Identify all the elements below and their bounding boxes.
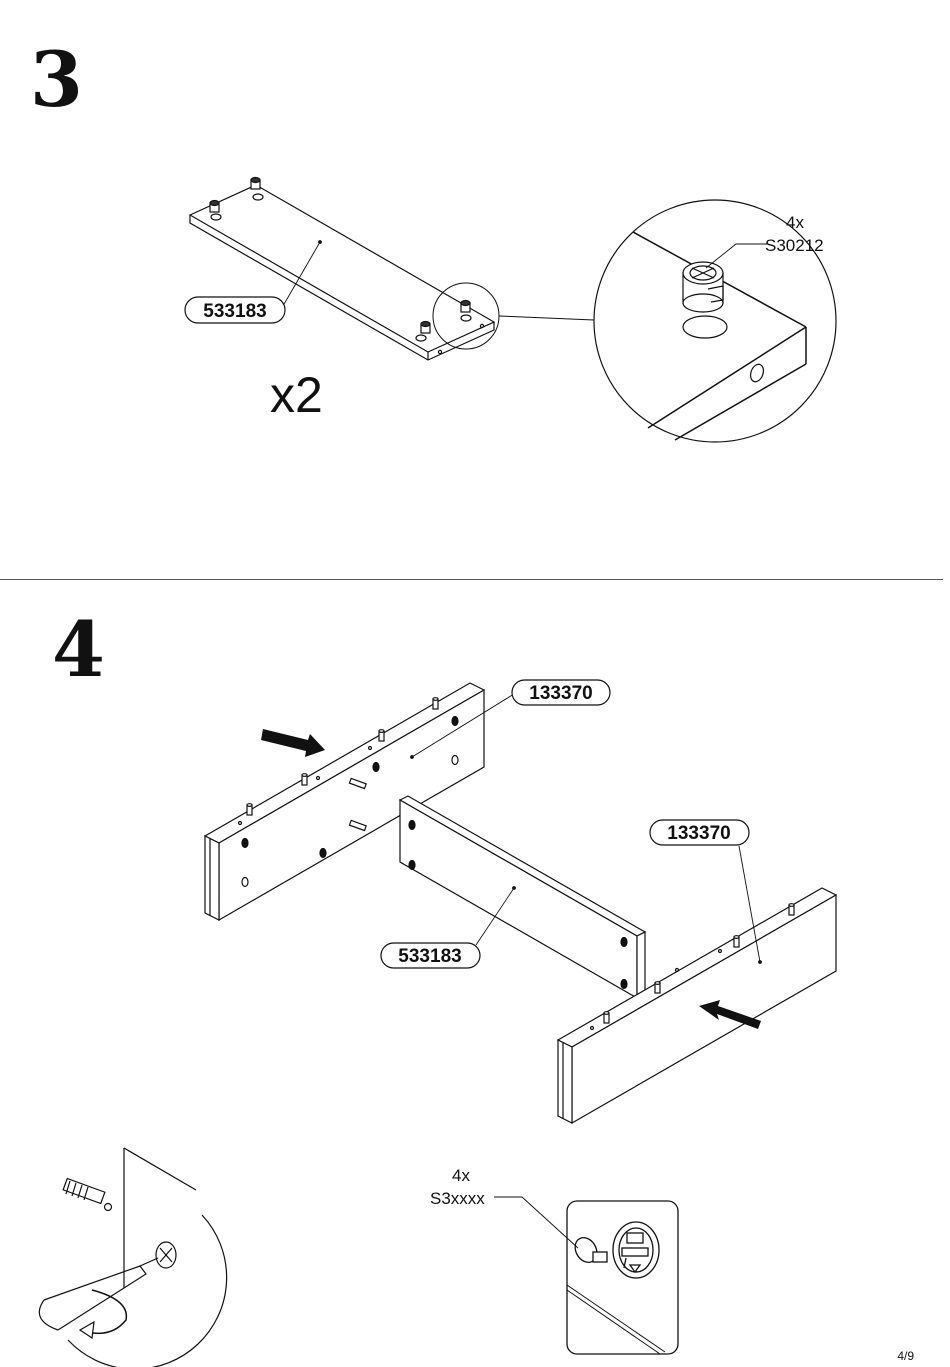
step-4-part-label-3: 133370 [650,820,749,845]
svg-text:133370: 133370 [667,823,730,844]
step-4-part-label-2: 533183 [381,943,480,968]
step-3-hardware-qty: 4x [786,213,804,232]
screwdriver-icon [39,1258,158,1338]
screwdriver-detail [39,1148,226,1367]
step-3-panel-drawing [190,178,594,361]
step-3-hardware-code: S30212 [765,236,824,255]
push-arrow-icon [261,729,325,757]
cam-lock-icon [683,262,723,312]
step-4-part-label-1: 133370 [512,680,610,705]
svg-text:133370: 133370 [529,683,592,704]
step-4-hardware-code: S3xxxx [430,1189,485,1208]
svg-text:533183: 533183 [203,301,266,322]
dowel-screw-icon [63,1179,111,1211]
cam-detail-box [494,1197,678,1354]
cam-lock-icon [421,322,430,334]
step-4-right-side-panel [558,846,836,1123]
page-number: 4/9 [897,1349,914,1363]
cam-lock-icon [461,301,470,313]
step-3-part-label: 533183 [185,297,285,323]
step-4-hardware-qty: 4x [452,1166,470,1185]
cam-lock-icon [210,201,219,213]
svg-text:533183: 533183 [398,946,461,967]
cam-lock-icon [251,178,260,190]
step-3-multiplier: x2 [270,367,323,423]
cam-lock-icon [156,1242,176,1268]
